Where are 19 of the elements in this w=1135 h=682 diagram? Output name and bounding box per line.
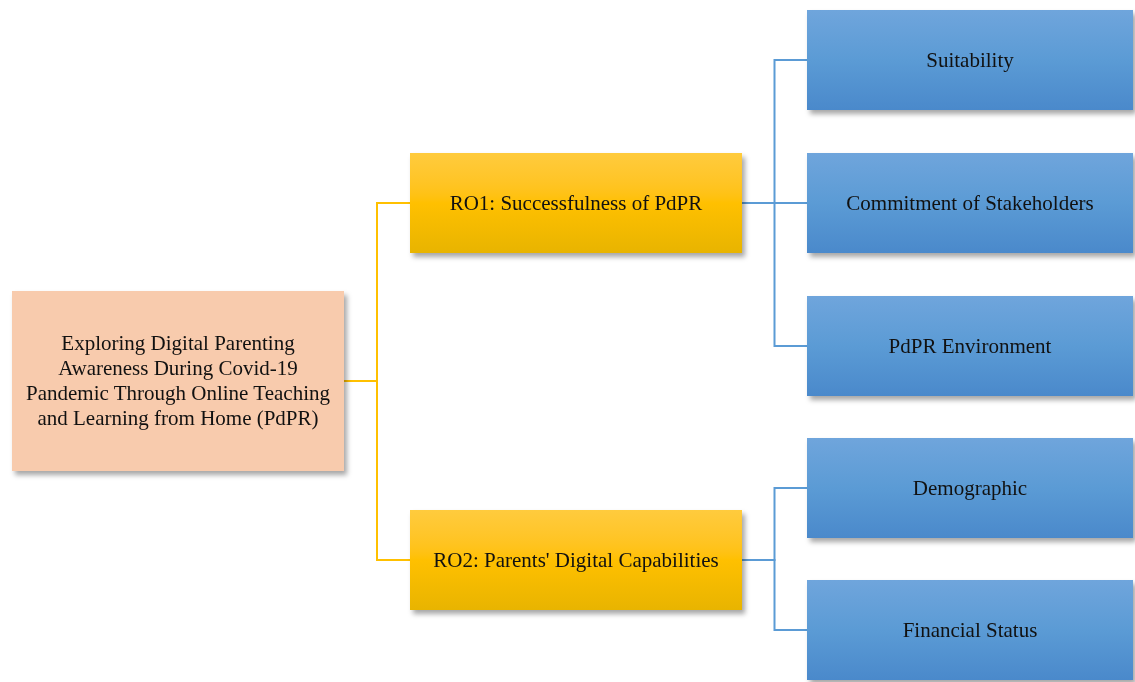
node-label: Suitability xyxy=(926,47,1014,73)
node-label: Financial Status xyxy=(902,617,1038,643)
factor-box xyxy=(807,296,1133,396)
connector-line xyxy=(741,559,808,631)
factor-box xyxy=(807,153,1133,253)
topic-box xyxy=(12,291,344,471)
node-label: Demographic xyxy=(912,475,1028,501)
node-label: RO2: Parents' Digital Capabilities xyxy=(433,547,719,573)
objective-box xyxy=(410,510,742,610)
factor-box xyxy=(807,580,1133,680)
objective-box xyxy=(410,153,742,253)
factor-box xyxy=(807,438,1133,538)
node-label: Commitment of Stakeholders xyxy=(846,190,1094,216)
node-label: Exploring Digital Parenting Awareness During Covid-19 Pandemic Through Online Teaching and Learning from Home (PdPR) xyxy=(25,331,331,431)
node-label: RO1: Successfulness of PdPR xyxy=(449,190,703,216)
connector-line xyxy=(741,202,808,347)
factor-box xyxy=(807,10,1133,110)
connector-line xyxy=(343,380,411,561)
node-label: PdPR Environment xyxy=(888,333,1052,359)
